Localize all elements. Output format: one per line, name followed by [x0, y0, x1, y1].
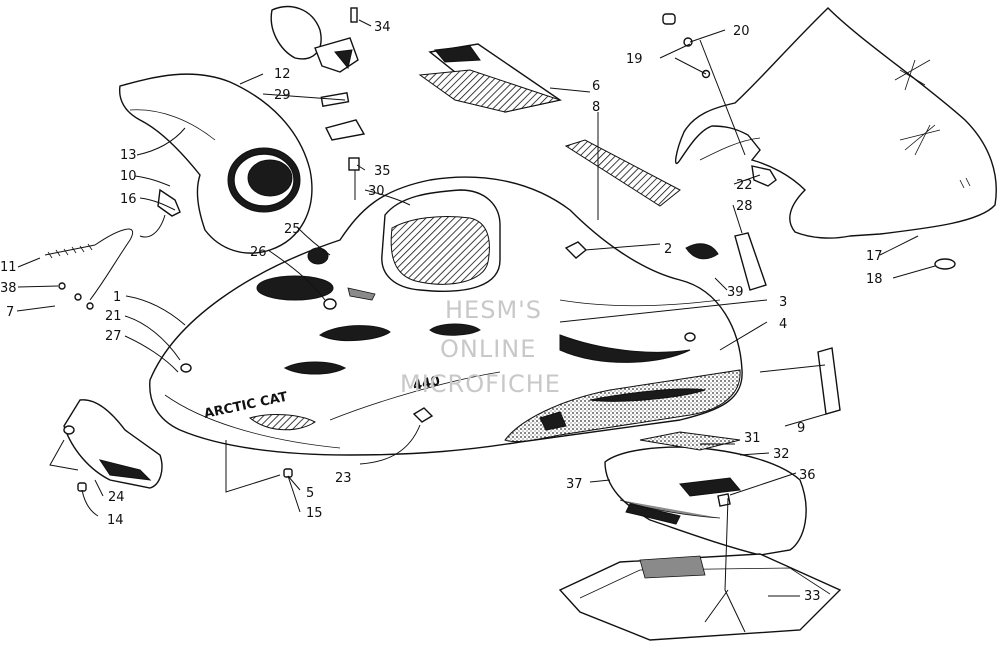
mirror-assembly: [270, 6, 366, 200]
callout-4: 4: [779, 317, 787, 332]
callout-28: 28: [736, 199, 753, 214]
windshield: [674, 7, 997, 239]
fasteners-19-20: [662, 13, 746, 156]
watermark-line-2: ONLINE: [440, 335, 536, 363]
callout-11: 11: [0, 260, 17, 275]
watermark-line-1: HESM'S: [445, 296, 542, 324]
callout-35: 35: [374, 164, 391, 179]
callout-22: 22: [736, 178, 753, 193]
callout-20: 20: [733, 24, 750, 39]
callout-18: 18: [866, 272, 883, 287]
callout-39: 39: [727, 285, 744, 300]
callout-31: 31: [744, 431, 761, 446]
callout-29: 29: [274, 88, 291, 103]
callout-12: 12: [274, 67, 291, 82]
belly-pan-33: [558, 553, 842, 641]
hood-1: ARCTIC CAT 440: [149, 176, 743, 456]
callout-13: 13: [120, 148, 137, 163]
callout-17: 17: [866, 249, 883, 264]
callout-37: 37: [566, 477, 583, 492]
leader-lines: [16, 19, 936, 633]
watermark-line-3: MICROFICHE: [400, 370, 561, 398]
callout-6: 6: [592, 79, 600, 94]
screw-14: [77, 482, 87, 492]
callout-32: 32: [773, 447, 790, 462]
callout-21: 21: [105, 309, 122, 324]
callout-15: 15: [306, 506, 323, 521]
callout-34: 34: [374, 20, 391, 35]
screw-15: [283, 468, 293, 478]
callout-27: 27: [105, 329, 122, 344]
callout-19: 19: [626, 52, 643, 67]
fastener-36: [717, 493, 731, 507]
bracket-28: [734, 232, 767, 291]
callout-7: 7: [6, 305, 14, 320]
callout-23: 23: [335, 471, 352, 486]
callout-5: 5: [306, 486, 314, 501]
callout-14: 14: [107, 513, 124, 528]
callout-33: 33: [804, 589, 821, 604]
decal-6: [418, 43, 562, 113]
callout-25: 25: [284, 222, 301, 237]
callout-38: 38: [0, 281, 17, 296]
callout-10: 10: [120, 169, 137, 184]
headlight-bracket-24: [63, 399, 163, 489]
trim-9: [817, 347, 841, 415]
side-decal-text: 440: [412, 374, 442, 394]
washer-18: [934, 258, 956, 270]
watermark: HESM'S ONLINE MICROFICHE: [400, 296, 561, 398]
callout-labels: 1 2 3 4 5 6 7 8 9 10 11 12 13 14 15 16 1…: [0, 20, 883, 604]
lower-duct-37: [604, 431, 807, 556]
air-duct-13: [118, 73, 313, 254]
callout-2: 2: [664, 242, 672, 257]
callout-9: 9: [797, 421, 805, 436]
callout-24: 24: [108, 490, 125, 505]
callout-26: 26: [250, 245, 267, 260]
callout-16: 16: [120, 192, 137, 207]
callout-8: 8: [592, 100, 600, 115]
callout-3: 3: [779, 295, 787, 310]
callout-36: 36: [799, 468, 816, 483]
decal-8: [564, 139, 681, 207]
callout-30: 30: [368, 184, 385, 199]
callout-1: 1: [113, 290, 121, 305]
